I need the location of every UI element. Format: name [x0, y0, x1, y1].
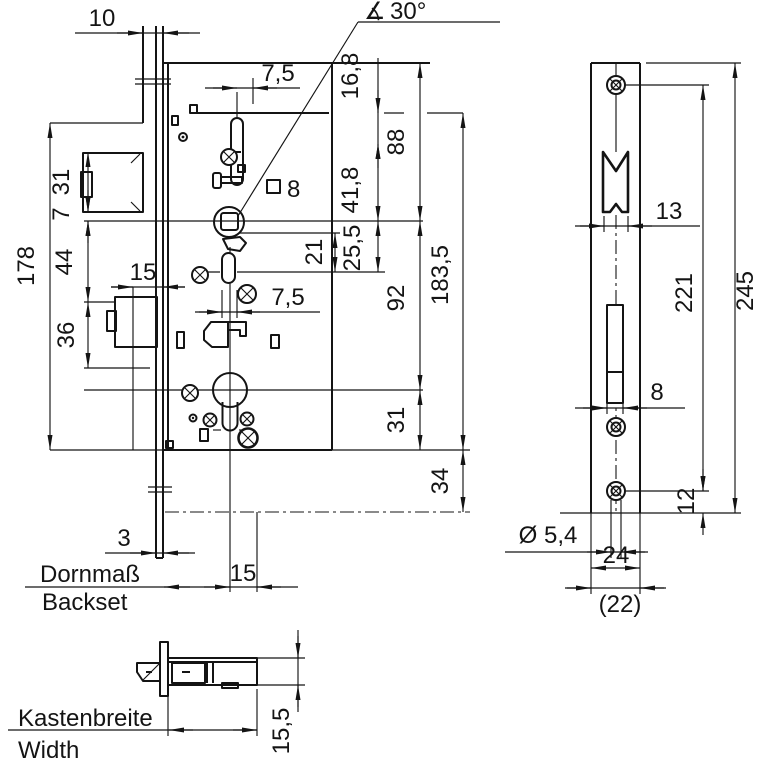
dim-34: 34 [427, 468, 454, 495]
faceplate-screw-bottom [606, 481, 626, 501]
latch-bolt [80, 152, 144, 213]
dim-44: 44 [51, 249, 78, 276]
faceplate-screw-top [606, 75, 626, 95]
screw [191, 266, 209, 284]
dim-square-8: 8 [287, 176, 300, 203]
lower-pin-slot [221, 252, 236, 284]
faceplate-section [159, 641, 169, 697]
dim-12: 12 [673, 488, 700, 515]
angle-callout-leader [237, 21, 500, 217]
dim-21: 21 [301, 239, 328, 266]
latch-tip [136, 662, 160, 682]
deadbolt [106, 296, 158, 348]
dim-13: 13 [656, 198, 683, 225]
dim-178: 178 [13, 246, 40, 286]
dim-7-5-top: 7,5 [261, 60, 294, 87]
case-width-label-de: Kastenbreite [18, 705, 153, 732]
dim-221: 221 [671, 273, 698, 313]
main-view-lock-body [80, 21, 500, 559]
spindle-square-symbol [266, 179, 281, 194]
main-view-dimensions [25, 30, 466, 590]
dim-15-mid: 15 [130, 259, 157, 286]
stop-bolt [212, 172, 222, 189]
dim-25-5: 25,5 [339, 225, 366, 272]
dim-22-alt: (22) [599, 591, 642, 618]
screw [237, 284, 257, 304]
backset-label-en: Backset [42, 589, 128, 616]
dimension-texts: 10 7,5 16,8 41,8 25,5 21 8 88 92 31 183,… [13, 0, 759, 764]
dim-88: 88 [383, 129, 410, 156]
deadbolt-cutout [606, 304, 624, 404]
faceplate-screw-middle [606, 417, 626, 437]
handle-follower [213, 206, 247, 252]
dim-16-8: 16,8 [337, 53, 364, 100]
screw [181, 384, 199, 402]
deadbolt-lever [203, 321, 247, 348]
cover-plate-edge [189, 104, 329, 114]
dim-15-5: 15,5 [268, 708, 295, 755]
case-section [168, 657, 258, 686]
dim-screw-diameter: Ø 5,4 [519, 522, 578, 549]
angle-symbol: ∡ [364, 0, 386, 25]
dim-10: 10 [89, 5, 116, 32]
cylinder-hole [212, 372, 248, 432]
case-width-label-en: Width [18, 737, 79, 764]
dim-36: 36 [53, 322, 80, 349]
latch-cutout [601, 150, 630, 214]
angle-value: 30° [390, 0, 426, 25]
dim-15-bottom: 15 [230, 560, 257, 587]
dim-245: 245 [732, 271, 759, 311]
dim-31-left: 31 [48, 169, 75, 196]
dim-7: 7 [48, 207, 75, 220]
dim-31-right: 31 [383, 407, 410, 434]
side-view [8, 630, 305, 736]
faceplate-view [505, 62, 741, 594]
dim-92: 92 [383, 285, 410, 312]
rivet [178, 132, 188, 142]
dim-8: 8 [650, 379, 663, 406]
dim-3: 3 [117, 525, 130, 552]
screw [220, 148, 238, 166]
screw [202, 412, 218, 428]
backset-label-de: Dornmaß [40, 561, 140, 588]
screw [239, 411, 255, 427]
fixing-screw [237, 427, 259, 449]
dim-183-5: 183,5 [427, 245, 454, 305]
dim-7-5-bottom: 7,5 [271, 284, 304, 311]
dim-41-8: 41,8 [337, 167, 364, 214]
dim-24: 24 [603, 542, 630, 569]
